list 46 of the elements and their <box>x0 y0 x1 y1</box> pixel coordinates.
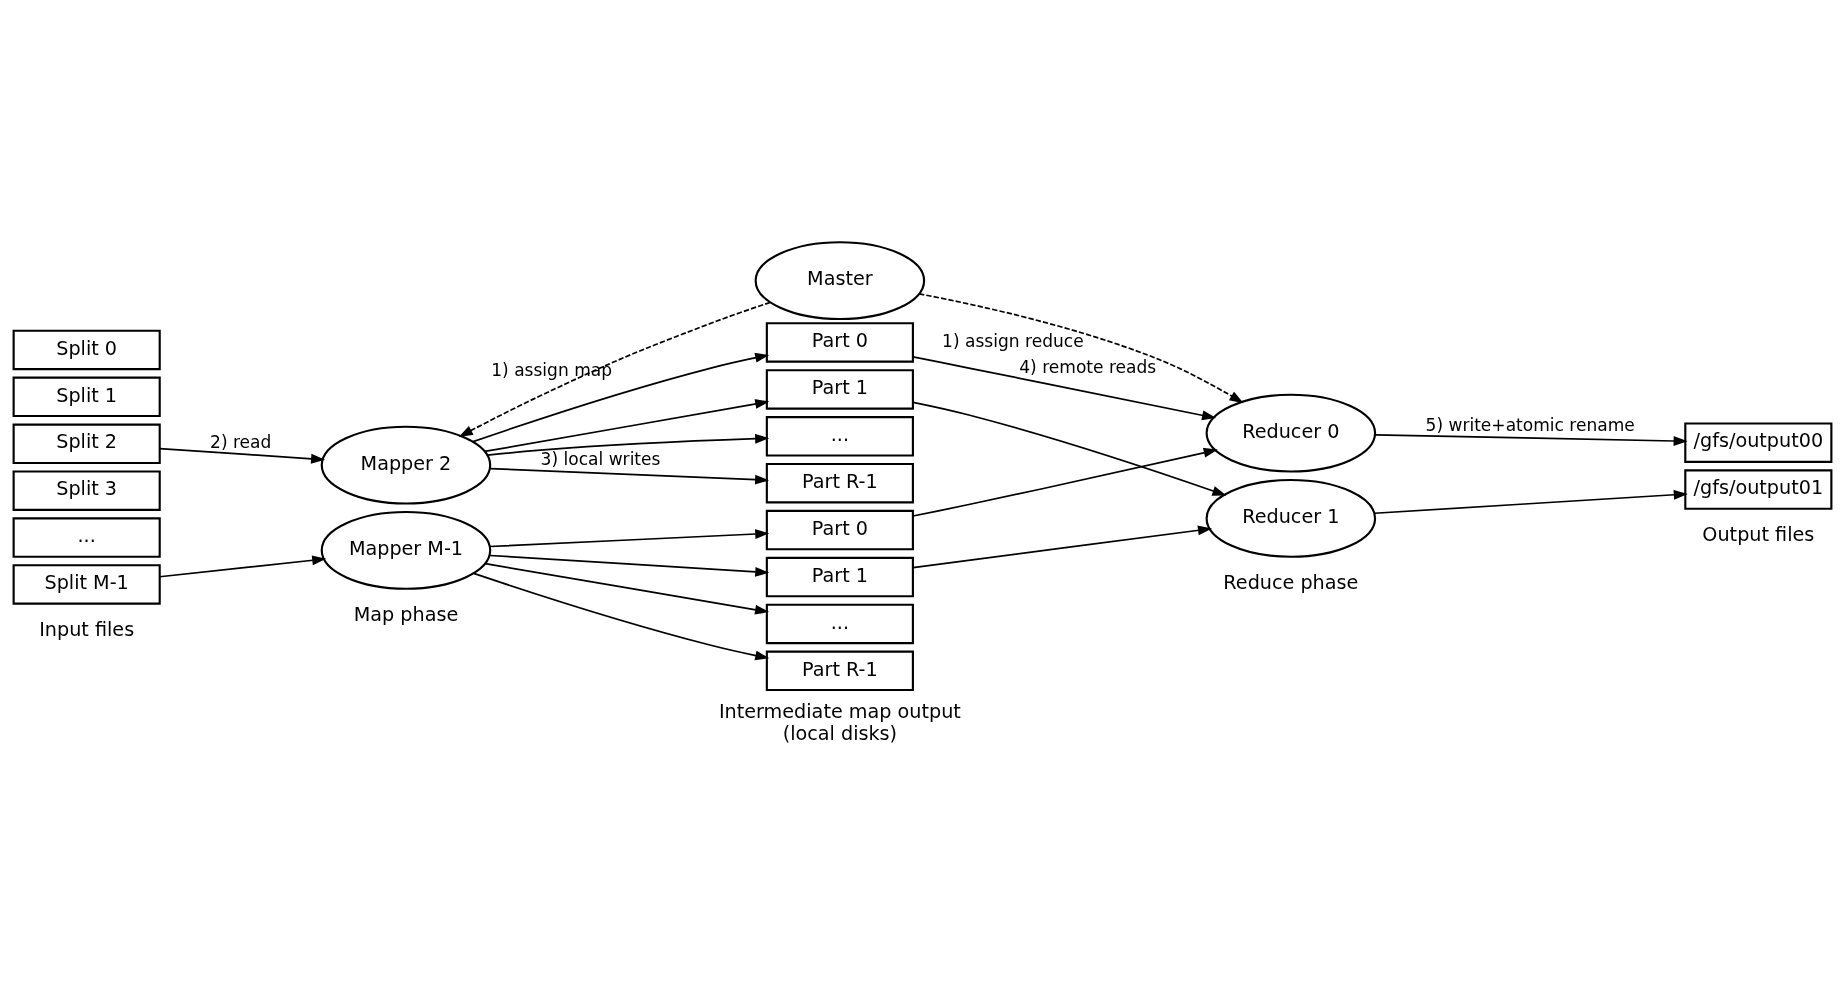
label: Reduce phase <box>1223 570 1359 594</box>
node-box: ... <box>765 415 914 457</box>
node-box: Split 3 <box>12 469 161 511</box>
arrow <box>1373 489 1688 514</box>
node-box: Split 1 <box>12 376 161 417</box>
arrow <box>488 528 770 547</box>
arrow <box>158 554 327 578</box>
arrow <box>1374 433 1688 446</box>
arrow <box>472 352 770 442</box>
arrow <box>486 433 770 456</box>
node-box: ... <box>12 516 161 558</box>
arrow <box>912 400 1227 496</box>
node-ellipse: Master <box>754 240 926 320</box>
node-box: Part 1 <box>765 368 914 410</box>
node-box: Split M-1 <box>12 563 161 605</box>
label: Intermediate map output (local disks) <box>718 699 961 744</box>
arrow <box>488 554 770 577</box>
node-ellipse: Mapper M-1 <box>320 510 492 590</box>
label: Output files <box>1702 522 1815 546</box>
label: Input files <box>39 617 135 641</box>
edge-label: 1) assign reduce <box>942 330 1084 351</box>
node-box: /gfs/output01 <box>1684 468 1833 510</box>
arrow <box>912 447 1218 517</box>
arrow <box>912 355 1217 420</box>
node-box: Part 0 <box>765 509 914 550</box>
node-box: Split 2 <box>12 423 161 464</box>
arrow <box>484 562 770 615</box>
arrow <box>483 398 770 452</box>
edge-label: 4) remote reads <box>1019 356 1157 377</box>
arrow <box>472 572 770 660</box>
edge-label: 2) read <box>210 431 272 452</box>
edge-label: 3) local writes <box>540 448 661 469</box>
node-box: ... <box>765 603 914 644</box>
label: Map phase <box>353 602 459 626</box>
node-ellipse: Reducer 1 <box>1205 478 1377 558</box>
node-box: Part 1 <box>765 556 914 597</box>
node-box: Part R-1 <box>765 650 914 691</box>
arrow <box>918 292 1244 403</box>
node-box: /gfs/output00 <box>1684 421 1833 463</box>
node-box: Part R-1 <box>765 462 914 503</box>
arrow <box>489 467 770 485</box>
arrow <box>912 524 1213 568</box>
edge-label: 5) write+atomic rename <box>1425 414 1635 435</box>
node-box: Split 0 <box>12 329 161 370</box>
node-box: Part 0 <box>765 321 914 363</box>
arrow <box>158 447 326 464</box>
